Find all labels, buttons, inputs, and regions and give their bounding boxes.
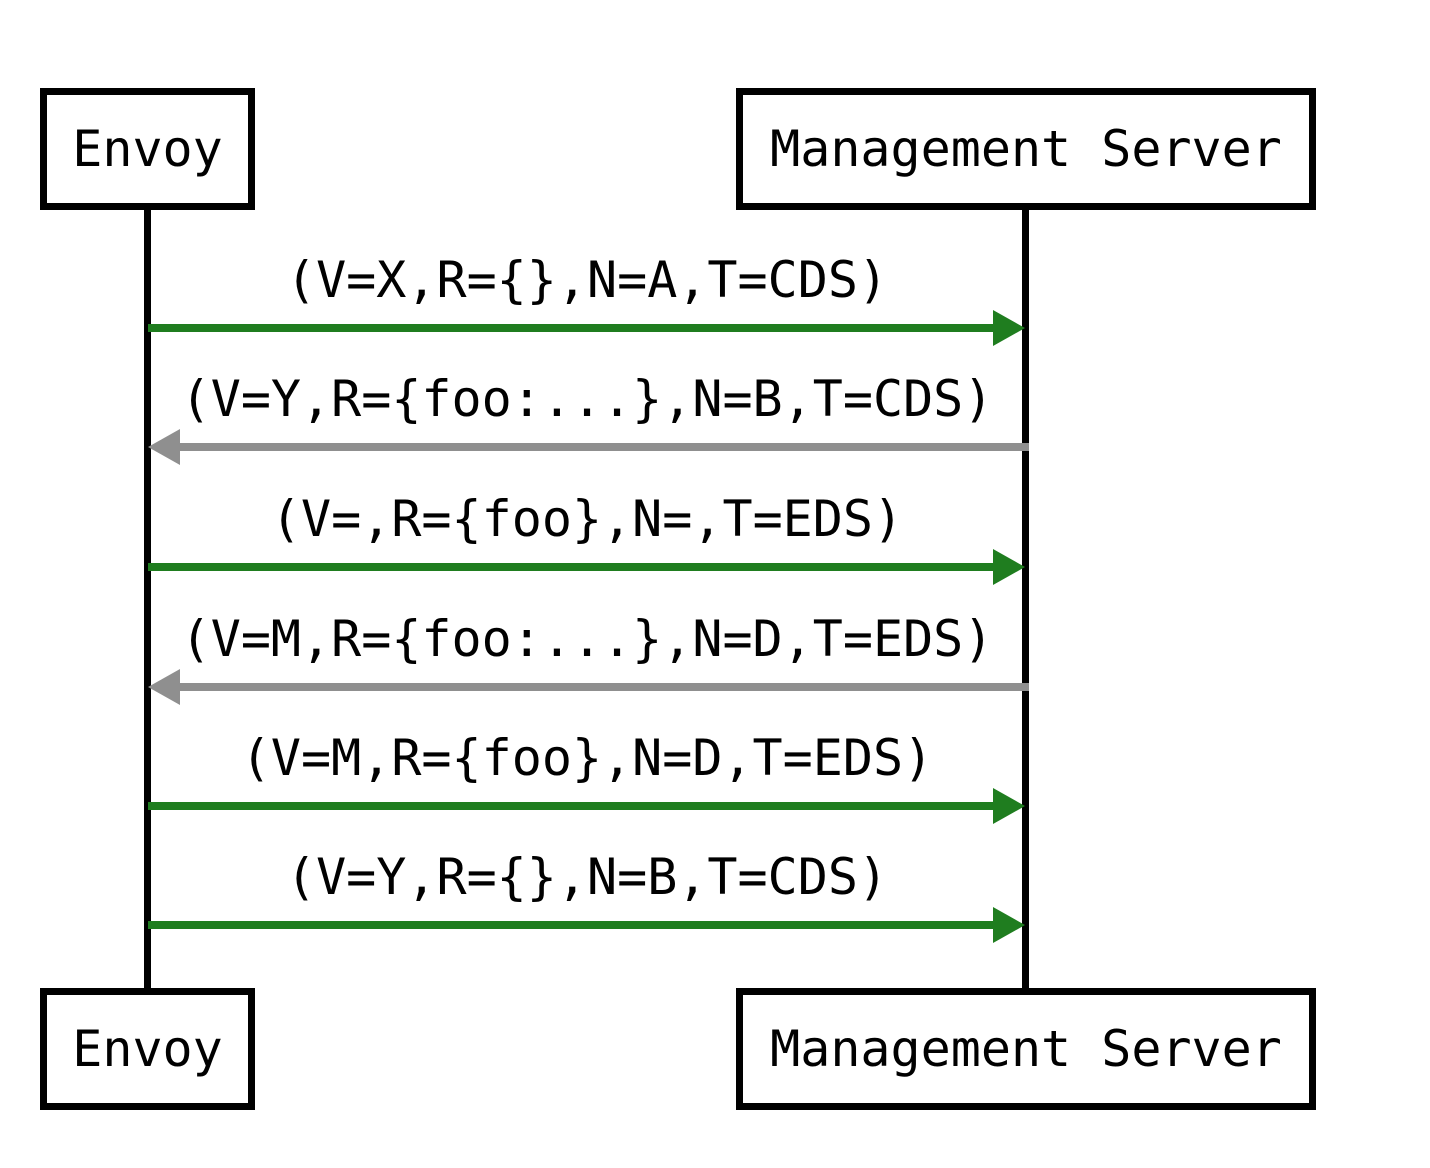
message-arrow: [0, 905, 1430, 945]
arrow-shaft: [148, 802, 995, 810]
message-row-4: (V=M,R={foo:...},N=D,T=EDS): [0, 611, 1430, 721]
actor-label-management-server-bottom: Management Server: [770, 1020, 1282, 1078]
message-row-5: (V=M,R={foo},N=D,T=EDS): [0, 730, 1430, 840]
actor-label-envoy-bottom: Envoy: [72, 1020, 223, 1078]
message-label: (V=M,R={foo},N=D,T=EDS): [240, 729, 934, 787]
actor-box-management-server-bottom: Management Server: [736, 988, 1316, 1110]
message-arrow: [0, 667, 1430, 707]
message-label: (V=Y,R={foo:...},N=B,T=CDS): [180, 370, 994, 428]
message-arrow: [0, 547, 1430, 587]
arrowhead-icon: [993, 549, 1025, 585]
arrow-shaft: [148, 921, 995, 929]
arrowhead-icon: [993, 907, 1025, 943]
message-arrow: [0, 786, 1430, 826]
message-arrow: [0, 308, 1430, 348]
actor-box-envoy-bottom: Envoy: [40, 988, 255, 1110]
lifeline-management-server: [1022, 206, 1029, 992]
lifeline-envoy: [144, 206, 151, 992]
arrow-shaft: [178, 443, 1029, 451]
arrowhead-icon: [993, 788, 1025, 824]
message-row-1: (V=X,R={},N=A,T=CDS): [0, 252, 1430, 362]
actor-box-management-server-top: Management Server: [736, 88, 1316, 210]
arrowhead-icon: [993, 310, 1025, 346]
actor-box-envoy-top: Envoy: [40, 88, 255, 210]
message-row-6: (V=Y,R={},N=B,T=CDS): [0, 849, 1430, 959]
actor-label-envoy-top: Envoy: [72, 120, 223, 178]
message-arrow: [0, 427, 1430, 467]
message-label: (V=X,R={},N=A,T=CDS): [285, 251, 889, 309]
arrow-shaft: [178, 683, 1029, 691]
message-label: (V=M,R={foo:...},N=D,T=EDS): [180, 610, 994, 668]
message-label: (V=Y,R={},N=B,T=CDS): [285, 848, 889, 906]
message-label: (V=,R={foo},N=,T=EDS): [270, 490, 904, 548]
arrowhead-icon: [148, 669, 180, 705]
message-row-2: (V=Y,R={foo:...},N=B,T=CDS): [0, 371, 1430, 481]
actor-label-management-server-top: Management Server: [770, 120, 1282, 178]
message-row-3: (V=,R={foo},N=,T=EDS): [0, 491, 1430, 601]
arrow-shaft: [148, 324, 995, 332]
arrowhead-icon: [148, 429, 180, 465]
arrow-shaft: [148, 563, 995, 571]
